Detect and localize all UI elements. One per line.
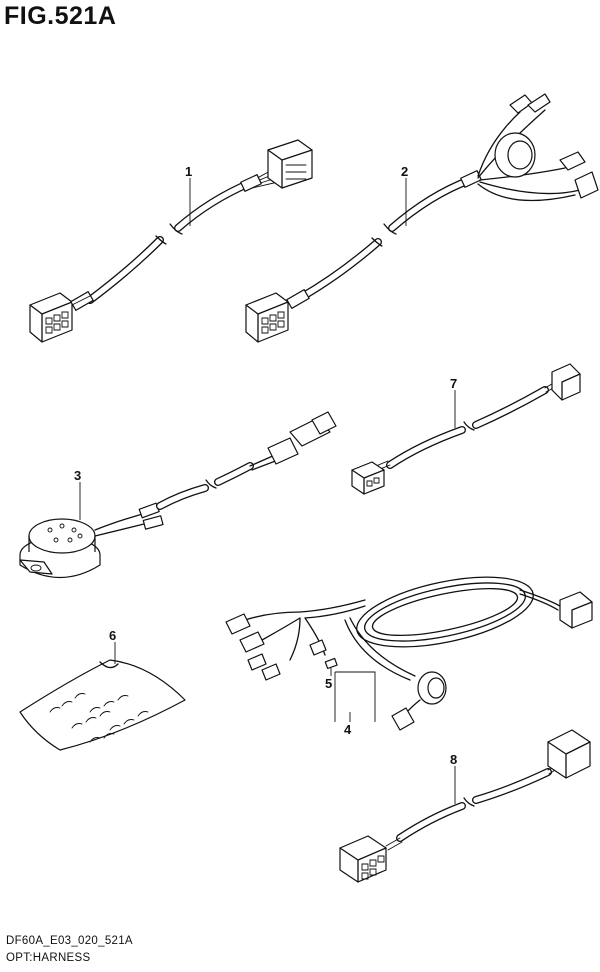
diagram-code: DF60A_E03_020_521A (6, 935, 133, 947)
part-8-harness[interactable] (339, 729, 591, 883)
part-2-harness[interactable] (245, 93, 599, 343)
callout-2: 2 (401, 164, 408, 179)
part-4-main-harness[interactable] (225, 564, 593, 731)
part-1-harness[interactable] (29, 139, 313, 343)
callout-6: 6 (109, 628, 116, 643)
diagram-caption: OPT:HARNESS (6, 952, 91, 964)
callout-3: 3 (74, 468, 81, 483)
part-6-bag[interactable] (19, 659, 186, 751)
callout-1: 1 (185, 164, 192, 179)
part-7-harness[interactable] (351, 363, 581, 495)
part-3-buzzer-harness[interactable] (19, 411, 337, 579)
callout-5: 5 (325, 676, 332, 691)
callout-7: 7 (450, 376, 457, 391)
callout-4: 4 (344, 722, 352, 737)
figure-title: FIG.521A (4, 2, 117, 30)
callout-8: 8 (450, 752, 457, 767)
part-5-fuse[interactable] (324, 657, 338, 670)
